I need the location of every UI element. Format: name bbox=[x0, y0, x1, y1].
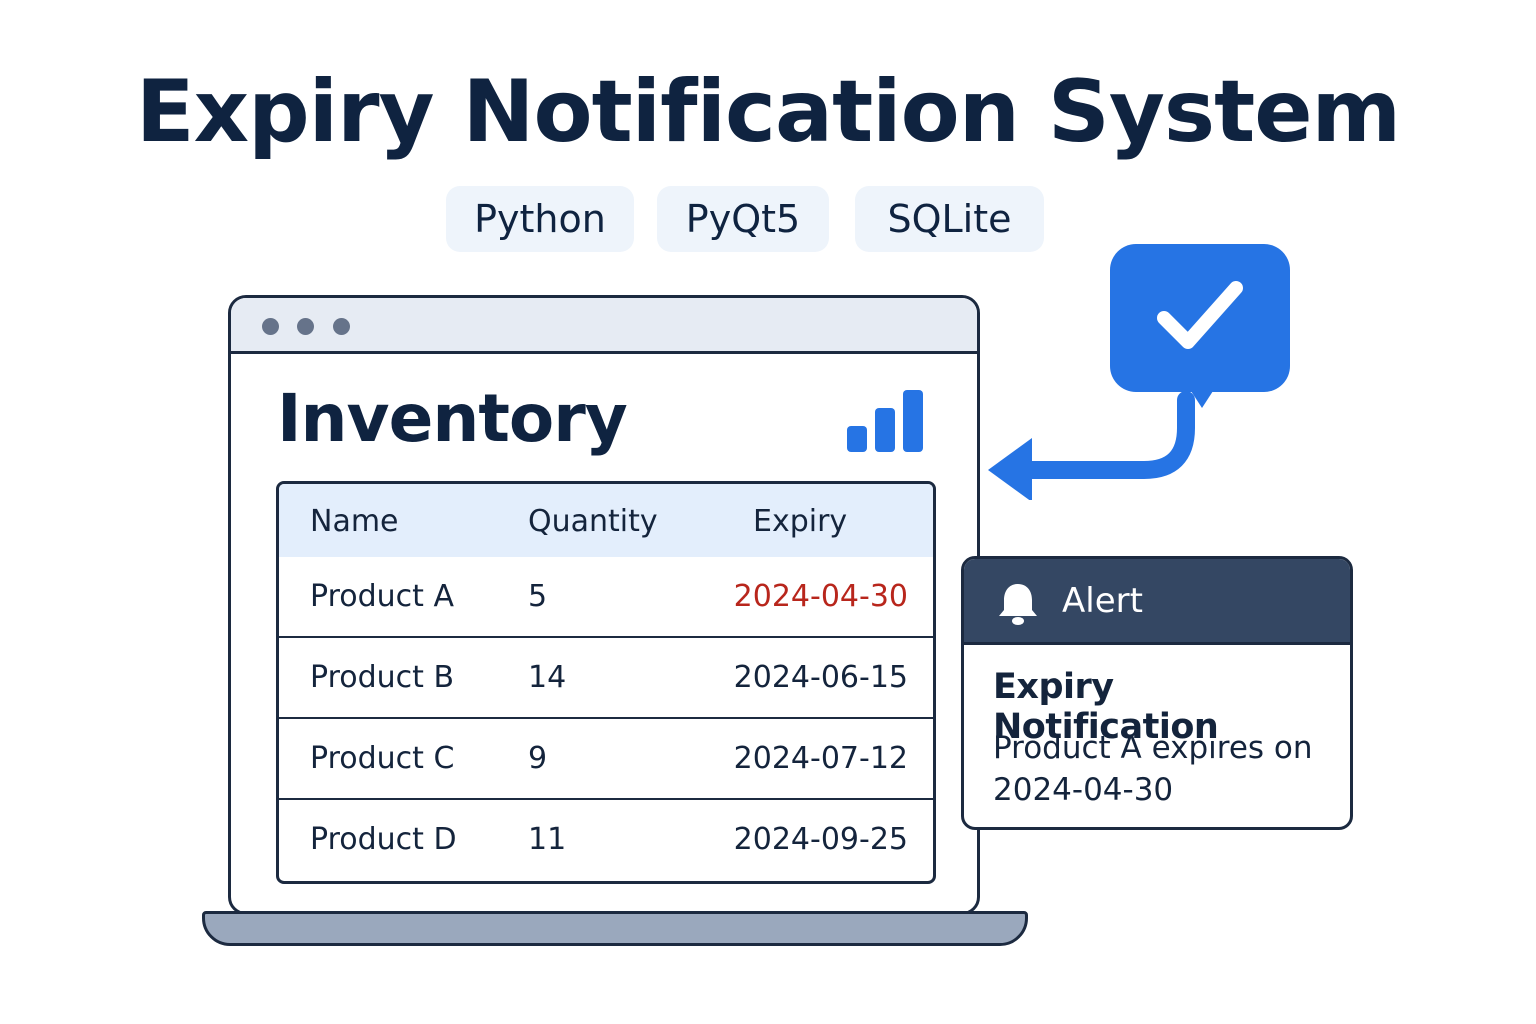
bar-chart-icon[interactable] bbox=[847, 390, 925, 452]
window-control-dot[interactable] bbox=[262, 318, 279, 335]
tag-python: Python bbox=[446, 186, 634, 252]
column-header-quantity[interactable]: Quantity bbox=[528, 504, 658, 539]
cell-expiry: 2024-07-12 bbox=[733, 741, 908, 776]
cell-quantity: 14 bbox=[528, 660, 567, 695]
check-bubble-icon bbox=[1110, 244, 1290, 414]
page-title: Expiry Notification System bbox=[135, 62, 1401, 162]
window-control-dot[interactable] bbox=[297, 318, 314, 335]
table-header: Name Quantity Expiry bbox=[279, 484, 933, 557]
tag-sqlite: SQLite bbox=[855, 186, 1044, 252]
arrow-left-icon bbox=[988, 391, 1195, 500]
cell-quantity: 11 bbox=[528, 822, 567, 857]
alert-card[interactable]: Alert Expiry Notification Product A expi… bbox=[961, 556, 1353, 830]
inventory-title: Inventory bbox=[277, 380, 628, 457]
bell-icon bbox=[999, 584, 1037, 625]
cell-expiry: 2024-09-25 bbox=[733, 822, 908, 857]
alert-heading: Expiry Notification bbox=[993, 667, 1219, 747]
alert-message: Product A expires on 2024-04-30 bbox=[993, 730, 1313, 808]
cell-name: Product A bbox=[310, 579, 454, 614]
cell-name: Product C bbox=[310, 741, 455, 776]
column-header-expiry[interactable]: Expiry bbox=[753, 504, 848, 539]
bar-chart-icon-bar bbox=[903, 390, 923, 452]
window-titlebar bbox=[231, 298, 977, 354]
window-control-dot[interactable] bbox=[333, 318, 350, 335]
bar-chart-icon-bar bbox=[875, 408, 895, 452]
checkmark-icon bbox=[1157, 281, 1243, 349]
cell-quantity: 9 bbox=[528, 741, 548, 776]
cell-name: Product B bbox=[310, 660, 455, 695]
alert-title: Alert bbox=[1062, 581, 1143, 621]
cell-expiry: 2024-06-15 bbox=[733, 660, 908, 695]
tag-pyqt5: PyQt5 bbox=[657, 186, 829, 252]
alert-header: Alert bbox=[964, 559, 1350, 645]
table-row[interactable]: Product C 9 2024-07-12 bbox=[279, 717, 933, 798]
column-header-name[interactable]: Name bbox=[310, 504, 399, 539]
laptop-base bbox=[202, 911, 1028, 946]
table-row[interactable]: Product A 5 2024-04-30 bbox=[279, 557, 933, 638]
bar-chart-icon-bar bbox=[847, 426, 867, 452]
cell-expiry-expired: 2024-04-30 bbox=[733, 579, 908, 614]
tech-tags: Python PyQt5 SQLite bbox=[0, 186, 1536, 252]
table-row[interactable]: Product B 14 2024-06-15 bbox=[279, 636, 933, 717]
table-row[interactable]: Product D 11 2024-09-25 bbox=[279, 798, 933, 879]
inventory-table: Name Quantity Expiry Product A 5 2024-04… bbox=[276, 481, 936, 884]
cell-quantity: 5 bbox=[528, 579, 548, 614]
inventory-window: Inventory Name Quantity Expiry Product A… bbox=[228, 295, 980, 915]
cell-name: Product D bbox=[310, 822, 457, 857]
